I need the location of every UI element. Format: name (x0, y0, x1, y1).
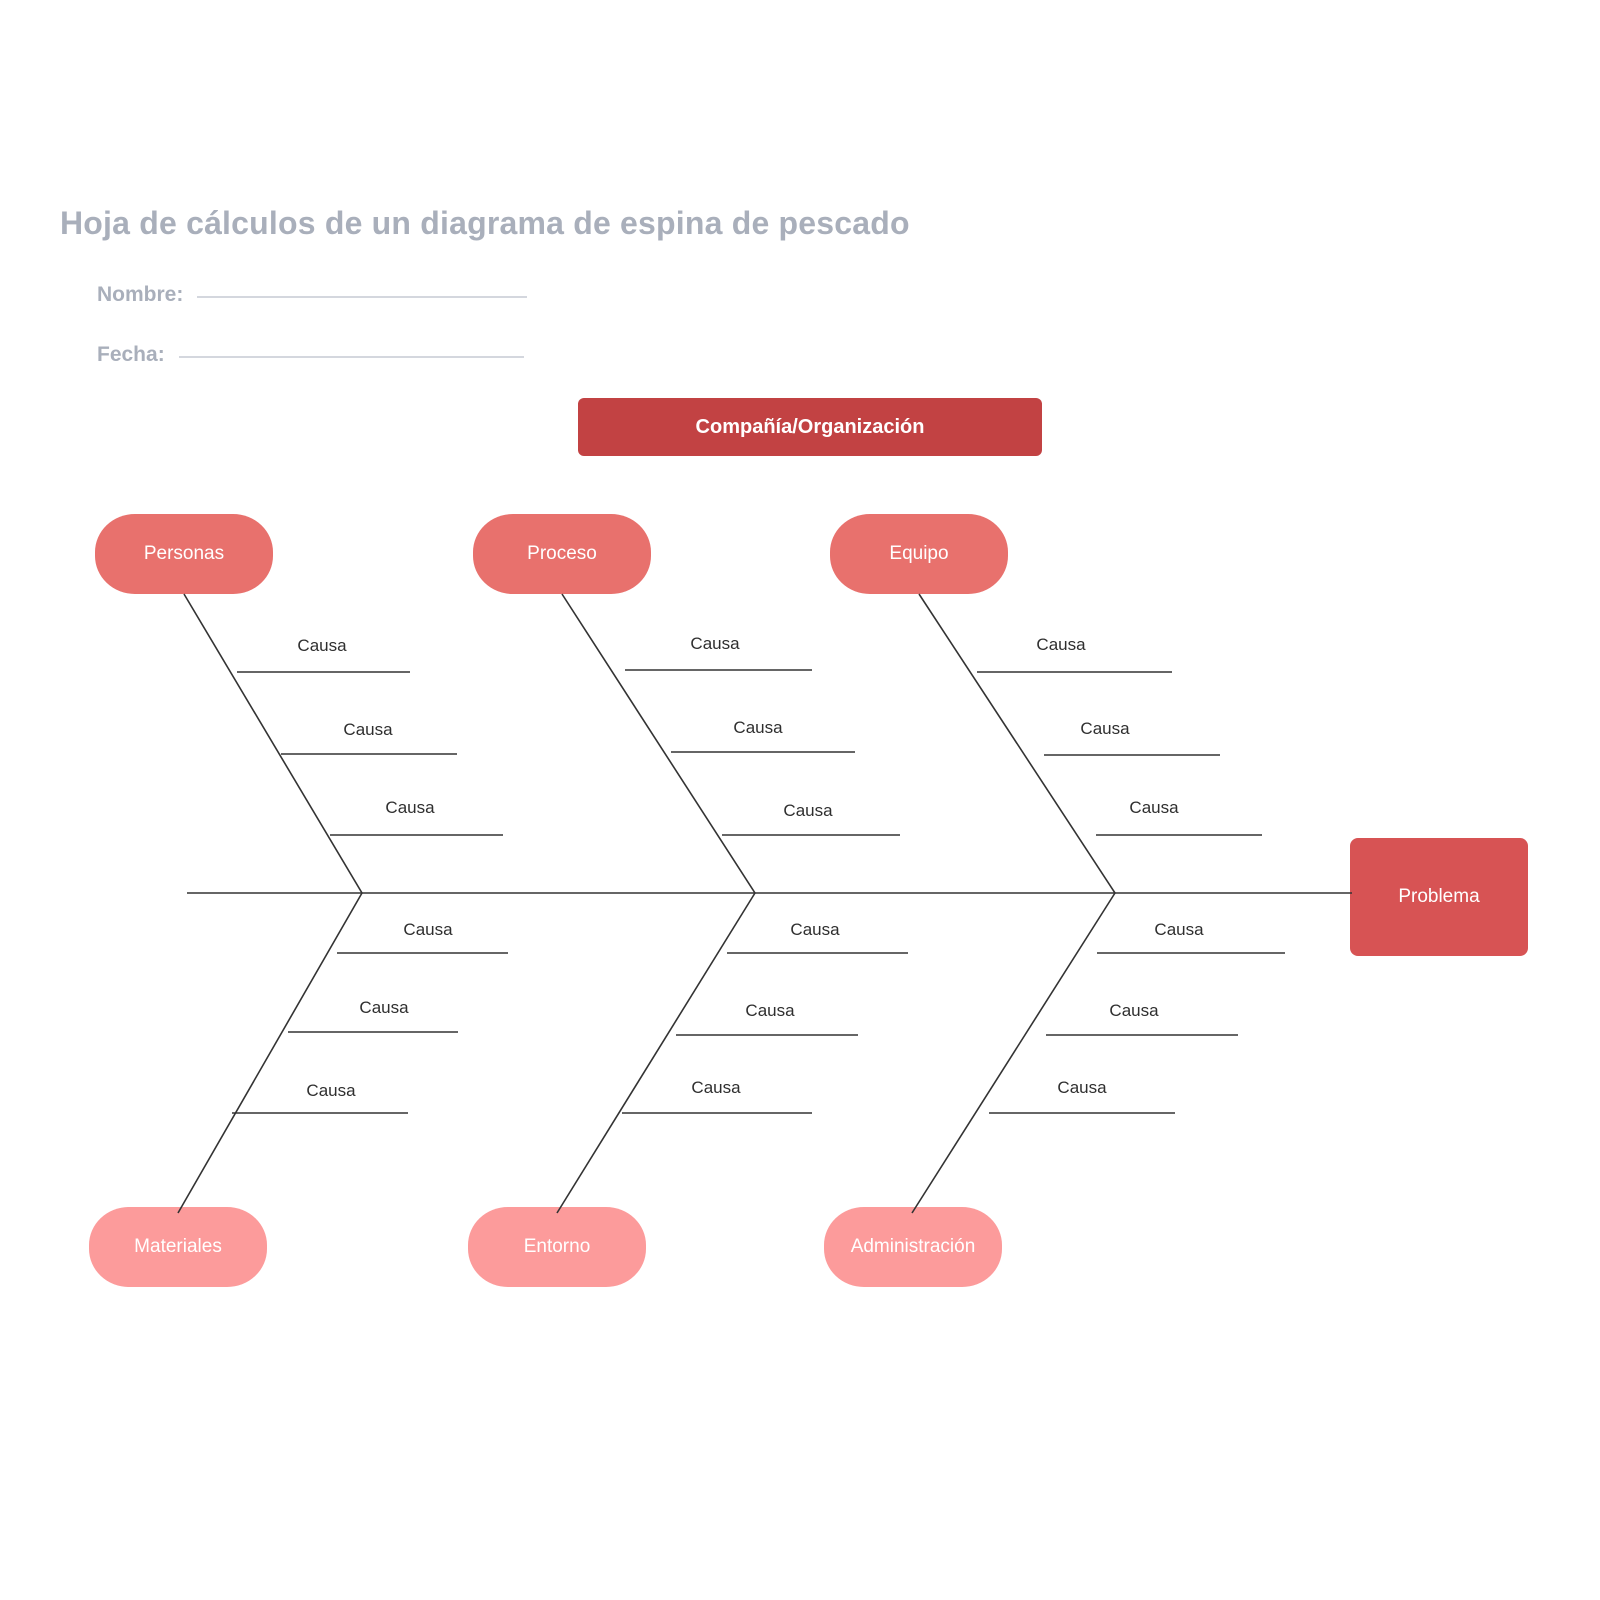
cause-label-materiales-2[interactable]: Causa (359, 998, 409, 1017)
cause-label-proceso-2[interactable]: Causa (733, 718, 783, 737)
company-organization-box[interactable]: Compañía/Organización (578, 398, 1042, 456)
category-pill-entorno[interactable]: Entorno (468, 1207, 646, 1287)
cause-label-proceso-3[interactable]: Causa (783, 801, 833, 820)
cause-label-personas-2[interactable]: Causa (343, 720, 393, 739)
rib-administracion (911, 892, 1116, 1214)
cause-label-entorno-1[interactable]: Causa (790, 920, 840, 939)
category-pill-administracion[interactable]: Administración (824, 1207, 1002, 1287)
rib-equipo (918, 593, 1116, 894)
field-row-nombre: Nombre: (97, 283, 528, 307)
category-pill-proceso[interactable]: Proceso (473, 514, 651, 594)
cause-label-personas-1[interactable]: Causa (297, 636, 347, 655)
cause-label-materiales-3[interactable]: Causa (306, 1081, 356, 1100)
field-row-fecha: Fecha: (97, 343, 524, 367)
field-label-nombre: Nombre: (97, 283, 184, 306)
category-pill-equipo[interactable]: Equipo (830, 514, 1008, 594)
cause-label-entorno-2[interactable]: Causa (745, 1001, 795, 1020)
cause-label-materiales-1[interactable]: Causa (403, 920, 453, 939)
problem-effect-box[interactable]: Problema (1350, 838, 1528, 956)
cause-label-equipo-2[interactable]: Causa (1080, 719, 1130, 738)
cause-label-equipo-1[interactable]: Causa (1036, 635, 1086, 654)
cause-label-administracion-2[interactable]: Causa (1109, 1001, 1159, 1020)
category-pill-materiales[interactable]: Materiales (89, 1207, 267, 1287)
cause-label-proceso-1[interactable]: Causa (690, 634, 740, 653)
cause-label-entorno-3[interactable]: Causa (691, 1078, 741, 1097)
category-pill-personas[interactable]: Personas (95, 514, 273, 594)
rib-materiales (177, 892, 363, 1214)
cause-label-equipo-3[interactable]: Causa (1129, 798, 1179, 817)
cause-label-administracion-1[interactable]: Causa (1154, 920, 1204, 939)
field-underline-fecha[interactable] (178, 355, 524, 358)
cause-label-administracion-3[interactable]: Causa (1057, 1078, 1107, 1097)
field-underline-nombre[interactable] (197, 295, 528, 298)
cause-label-personas-3[interactable]: Causa (385, 798, 435, 817)
rib-entorno (556, 892, 756, 1214)
page-title: Hoja de cálculos de un diagrama de espin… (60, 205, 910, 241)
field-label-fecha: Fecha: (97, 343, 165, 366)
